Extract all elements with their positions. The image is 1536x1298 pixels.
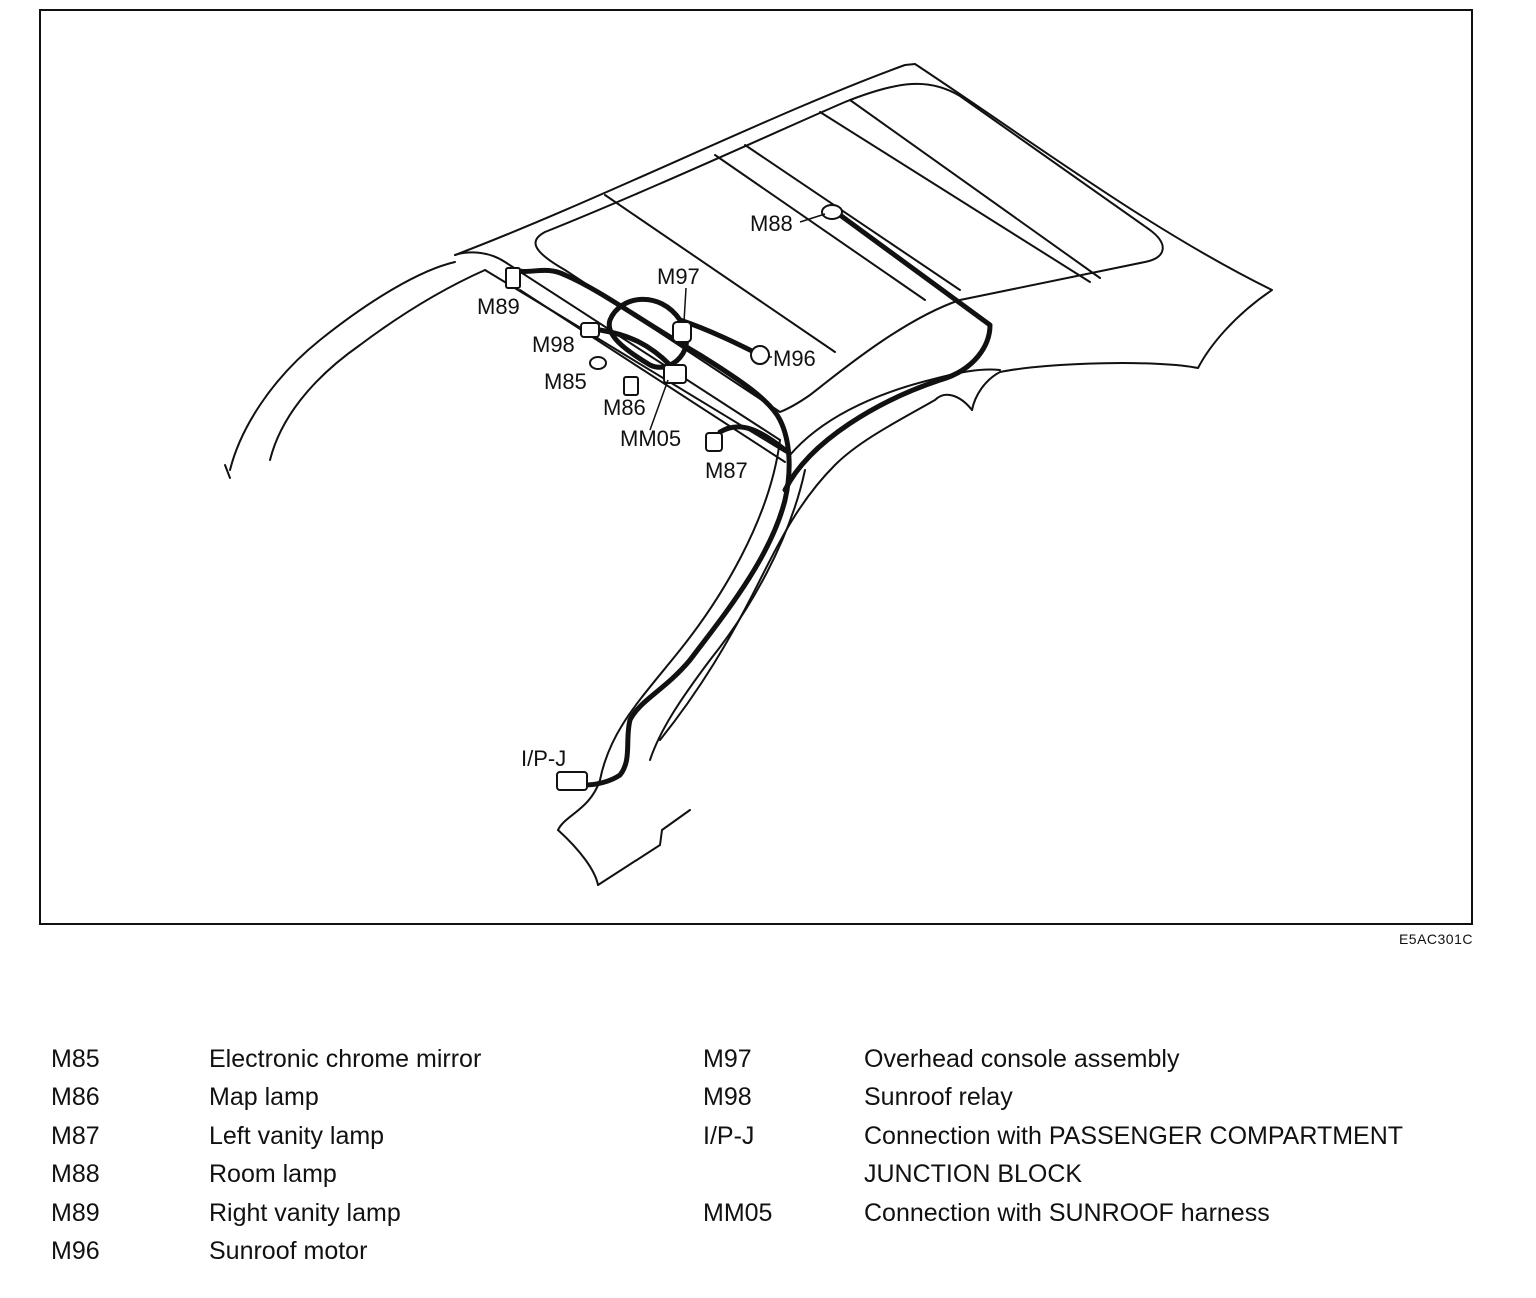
connector-m98: [580, 322, 600, 338]
legend-desc: Sunroof relay: [864, 1083, 1013, 1111]
callout-m97: M97: [657, 264, 700, 289]
legend-code: M98: [703, 1083, 752, 1111]
harness-main: [510, 267, 792, 788]
sunroof-line-5: [849, 99, 1101, 279]
sunroof-line-3: [744, 144, 961, 291]
harness-loop: [606, 296, 689, 370]
legend-desc: Right vanity lamp: [209, 1199, 401, 1227]
sunroof-panel: [534, 82, 1164, 413]
connector-m96: [750, 345, 770, 365]
legend-desc: JUNCTION BLOCK: [864, 1160, 1083, 1188]
diagram-frame: [39, 9, 1473, 925]
callout-m86: M86: [603, 395, 646, 420]
front-lower-curl: [224, 464, 231, 479]
legend-code: M85: [51, 1045, 100, 1073]
sunroof-line-1: [604, 194, 836, 353]
connector-m97: [672, 321, 692, 343]
callout-m88: M88: [750, 211, 793, 236]
connector-m85: [589, 356, 607, 370]
side-roof-rail: [789, 368, 1001, 456]
connector-m89: [505, 267, 521, 289]
callout-mm05: MM05: [620, 426, 681, 451]
legend: M85 Electronic chrome mirror M86 Map lam…: [0, 1040, 1536, 1280]
roof-harness-diagram: M88 M97 M89 M98 M96 M85 M86 MM05 M87 I/P…: [224, 63, 1273, 886]
legend-code: M86: [51, 1083, 100, 1111]
legend-code: M88: [51, 1160, 100, 1188]
legend-desc: Sunroof motor: [209, 1237, 368, 1265]
legend-code: MM05: [703, 1199, 773, 1227]
legend-code: M89: [51, 1199, 100, 1227]
floor-cut: [557, 809, 691, 886]
windshield-header: [454, 251, 781, 441]
front-body-line-inner: [269, 269, 486, 461]
sunroof-line-4: [819, 111, 1091, 283]
harness-rear-branch: [782, 212, 993, 493]
callout-ipj: I/P-J: [521, 746, 566, 771]
callout-m87: M87: [705, 458, 748, 483]
connector-m88: [821, 204, 843, 220]
leader-m88: [799, 213, 826, 223]
legend-desc: Overhead console assembly: [864, 1045, 1180, 1073]
legend-desc: Map lamp: [209, 1083, 319, 1111]
harness-m98-branch: [597, 327, 673, 368]
callout-m96: M96: [773, 346, 816, 371]
leader-mm05: [649, 379, 669, 431]
sunroof-line-2: [714, 154, 926, 301]
roof-outline: [454, 63, 1273, 411]
legend-desc: Connection with SUNROOF harness: [864, 1199, 1270, 1227]
legend-code: M97: [703, 1045, 752, 1073]
legend-desc: Electronic chrome mirror: [209, 1045, 482, 1073]
front-body-line: [229, 261, 456, 471]
callout-m89: M89: [477, 294, 520, 319]
roof-rear-drop: [659, 393, 973, 741]
legend-desc: Connection with PASSENGER COMPARTMENT: [864, 1122, 1404, 1150]
header-detail: [519, 289, 786, 463]
legend-code: M87: [51, 1122, 100, 1150]
connector-mm05: [663, 364, 687, 384]
connector-m87: [705, 432, 723, 452]
pillar-inner: [649, 469, 806, 761]
connector-ipj: [556, 771, 588, 791]
leader-m97: [683, 287, 687, 323]
callout-m85: M85: [544, 369, 587, 394]
legend-code: I/P-J: [703, 1122, 755, 1150]
harness-m87-branch: [717, 424, 788, 453]
legend-desc: Room lamp: [209, 1160, 337, 1188]
figure-code: E5AC301C: [1398, 931, 1473, 947]
legend-desc: Left vanity lamp: [209, 1122, 385, 1150]
connector-m86: [623, 376, 639, 396]
pillar-outer: [557, 439, 781, 831]
legend-code: M96: [51, 1237, 100, 1265]
callout-m98: M98: [532, 332, 575, 357]
